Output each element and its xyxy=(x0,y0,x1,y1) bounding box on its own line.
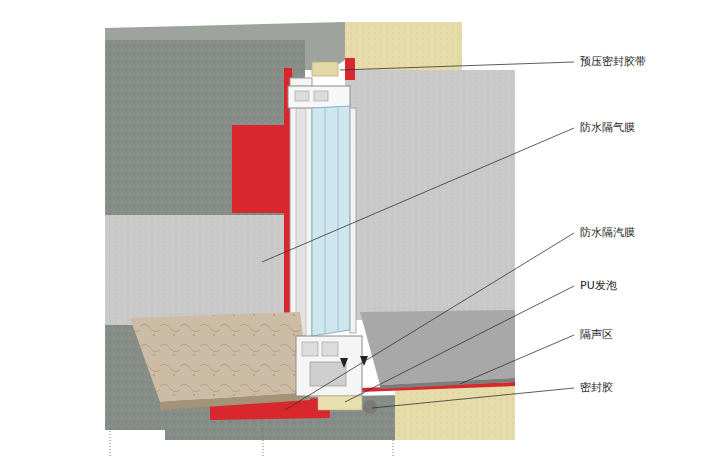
exterior-render xyxy=(345,70,515,320)
leader-line xyxy=(340,62,574,70)
pu-foam xyxy=(318,396,362,410)
steel-reinforcement xyxy=(310,362,346,386)
sill-edge xyxy=(160,392,310,410)
callout-label: 防水隔气膜 xyxy=(578,121,637,135)
profile-chamber xyxy=(314,91,328,101)
bottom-profile xyxy=(296,336,362,396)
sealant-bead xyxy=(363,400,377,414)
window-frame xyxy=(290,78,312,348)
callout-label: 密封胶 xyxy=(578,381,615,395)
outer-frame xyxy=(350,108,356,333)
head-profile xyxy=(288,86,350,108)
profile-chamber xyxy=(322,342,338,356)
leader-line xyxy=(345,286,574,402)
glass-pane xyxy=(338,107,339,332)
insulation-top xyxy=(345,22,462,70)
sill-drip xyxy=(380,378,515,389)
callout-label: PU发泡 xyxy=(578,279,619,293)
guide-line xyxy=(393,428,394,457)
marble-sill xyxy=(130,312,310,402)
frame-chamber xyxy=(296,86,306,336)
drain-arrow xyxy=(340,358,348,368)
guide-line xyxy=(110,428,111,457)
glass-pane xyxy=(325,108,326,334)
leader-line xyxy=(460,335,574,384)
glazing xyxy=(312,106,350,336)
callout-label: 预压密封胶带 xyxy=(578,55,648,69)
leader-line xyxy=(262,128,574,262)
leader-line xyxy=(285,233,574,410)
membrane-top xyxy=(345,58,355,80)
interior-plaster xyxy=(105,215,305,325)
leader-line xyxy=(372,388,574,408)
drain-arrow xyxy=(360,356,368,366)
concrete-lintel xyxy=(105,40,305,215)
vapour-membrane xyxy=(232,125,284,213)
profile-chamber xyxy=(295,91,309,101)
callout-label: 防水隔汽膜 xyxy=(578,226,637,240)
profile-chamber xyxy=(302,342,318,356)
guide-line xyxy=(263,428,264,457)
exterior-sill xyxy=(360,310,515,385)
callout-label: 隔声区 xyxy=(578,328,615,342)
sealing-tape xyxy=(312,62,338,76)
